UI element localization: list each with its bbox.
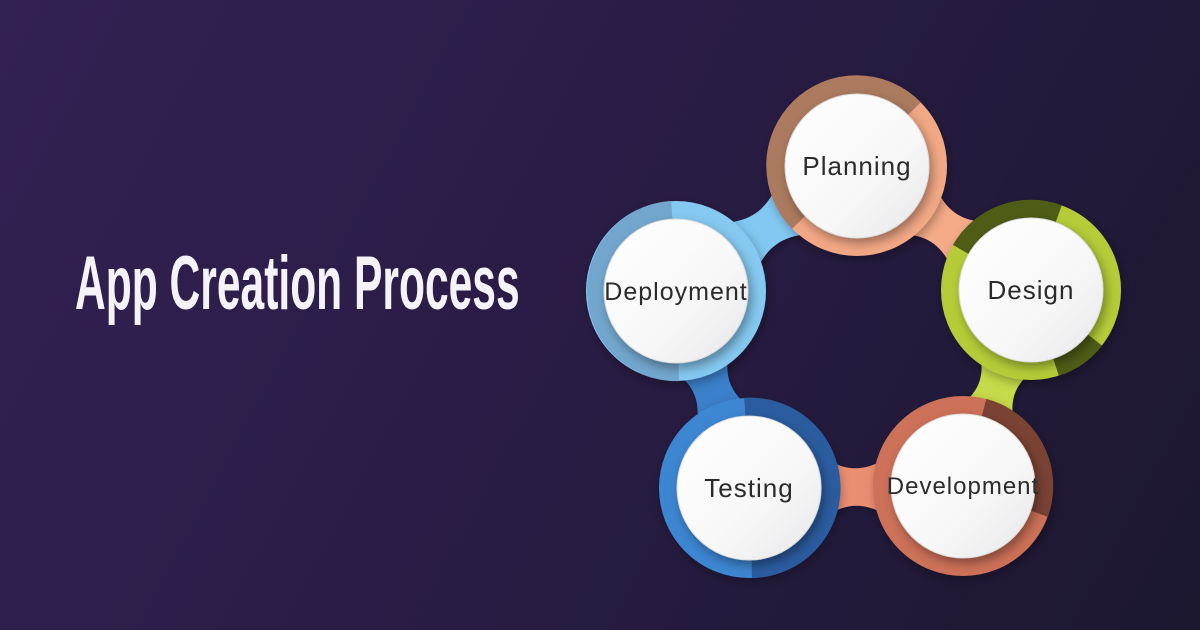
node-design <box>941 199 1121 380</box>
testing-ring-shade <box>744 397 841 579</box>
development-disc <box>890 413 1036 559</box>
node-planning <box>766 75 947 256</box>
design-label: Design <box>988 275 1075 305</box>
design-disc <box>958 217 1104 363</box>
development-ring-shade <box>981 398 1054 517</box>
development-label: Development <box>887 473 1039 500</box>
deployment-label: Deployment <box>604 278 747 306</box>
node-development <box>873 396 1054 576</box>
testing-disc <box>676 415 822 561</box>
node-labels: Planning Design Development Testing Depl… <box>604 151 1075 503</box>
planning-disc <box>784 93 930 239</box>
planning-label: Planning <box>802 151 911 181</box>
design-ring-shade <box>952 199 1062 255</box>
planning-ring-shade <box>766 75 921 229</box>
deployment-disc <box>603 218 749 364</box>
page-title: App Creation Process <box>75 241 520 326</box>
testing-label: Testing <box>704 473 793 503</box>
node-testing <box>659 397 841 579</box>
node-deployment <box>586 200 766 382</box>
design-ring-shade-minor <box>1052 333 1103 376</box>
deployment-ring-shade <box>587 200 679 382</box>
